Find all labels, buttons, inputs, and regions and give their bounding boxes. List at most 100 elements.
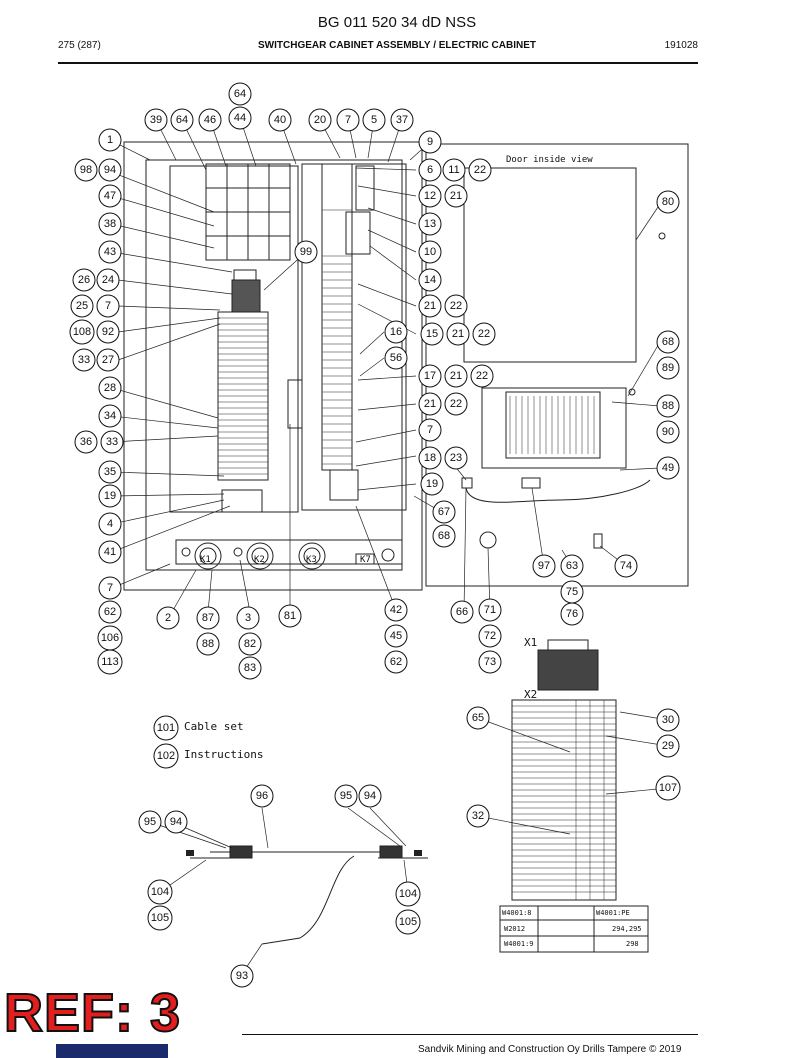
callout-34: 34 [98,404,122,428]
svg-text:21: 21 [450,370,462,382]
svg-text:44: 44 [234,112,246,124]
svg-text:80: 80 [662,196,674,208]
svg-text:21: 21 [424,300,436,312]
svg-text:46: 46 [204,114,216,126]
instructions-label: Instructions [184,748,263,761]
header-rule [58,62,698,64]
svg-text:26: 26 [78,274,90,286]
svg-text:108: 108 [73,326,91,338]
callout-1: 1 [98,128,122,152]
svg-text:94: 94 [364,790,376,802]
svg-text:92: 92 [102,326,114,338]
svg-text:73: 73 [484,656,496,668]
svg-text:94: 94 [104,164,116,176]
callout-56: 56 [384,346,408,370]
connector-x2-label: X2 [524,688,537,701]
callout-75: 75 [560,580,584,604]
svg-text:104: 104 [151,886,169,898]
callout-26: 26 [72,268,96,292]
callout-99: 99 [294,240,318,264]
wire-w4001-9-label: W4001:9 [504,940,534,948]
callout-28: 28 [98,376,122,400]
document-title: BG 011 520 34 dD NSS [317,14,477,31]
svg-text:62: 62 [390,656,402,668]
callout-3: 3 [236,606,260,630]
callout-97: 97 [532,554,556,578]
callout-6: 6 [418,158,442,182]
callout-95: 95 [334,784,358,808]
callout-63: 63 [560,554,584,578]
svg-text:2: 2 [165,612,171,624]
svg-text:47: 47 [104,190,116,202]
callout-62: 62 [384,650,408,674]
svg-text:21: 21 [424,398,436,410]
callout-20: 20 [308,108,332,132]
svg-text:49: 49 [662,462,674,474]
callout-83: 83 [238,656,262,680]
cabinet-outer-frame [123,141,423,591]
svg-text:83: 83 [244,662,256,674]
callout-39: 39 [144,108,168,132]
svg-text:95: 95 [340,790,352,802]
callout-45: 45 [384,624,408,648]
svg-text:63: 63 [566,560,578,572]
svg-text:97: 97 [538,560,550,572]
svg-text:4: 4 [107,518,113,530]
svg-text:9: 9 [427,136,433,148]
gland-plate [175,539,403,565]
wire-w2012-value: 294,295 [612,925,642,933]
callout-21: 21 [444,364,468,388]
callout-9: 9 [418,130,442,154]
svg-text:36: 36 [80,436,92,448]
svg-text:65: 65 [472,712,484,724]
callout-21: 21 [418,294,442,318]
svg-text:22: 22 [450,300,462,312]
connector-x1-detail [537,649,599,691]
svg-text:38: 38 [104,218,116,230]
svg-text:22: 22 [474,164,486,176]
svg-text:62: 62 [104,606,116,618]
svg-text:75: 75 [566,586,578,598]
callout-7: 7 [418,418,442,442]
svg-text:67: 67 [438,506,450,518]
svg-text:99: 99 [300,246,312,258]
callout-18: 18 [418,446,442,470]
svg-text:95: 95 [144,816,156,828]
svg-text:30: 30 [662,714,674,726]
callout-33: 33 [72,348,96,372]
callout-14: 14 [418,268,442,292]
svg-text:68: 68 [662,336,674,348]
svg-text:39: 39 [150,114,162,126]
svg-text:29: 29 [662,740,674,752]
callout-72: 72 [478,624,502,648]
svg-text:94: 94 [170,816,182,828]
svg-text:21: 21 [452,328,464,340]
callout-40: 40 [268,108,292,132]
svg-text:12: 12 [424,190,436,202]
svg-text:13: 13 [424,218,436,230]
callout-94: 94 [358,784,382,808]
callout-94: 94 [164,810,188,834]
door-outer-frame [425,143,689,587]
callout-11: 11 [442,158,466,182]
door-inside-panel [463,167,637,363]
callout-104: 104 [395,881,421,907]
svg-text:74: 74 [620,560,632,572]
callout-16: 16 [384,320,408,344]
relay-k1-label: K1 [200,555,211,565]
callout-80: 80 [656,190,680,214]
callout-21: 21 [444,184,468,208]
svg-text:24: 24 [102,274,114,286]
callout-87: 87 [196,606,220,630]
callout-102: 102 [153,743,179,769]
svg-text:33: 33 [106,436,118,448]
callout-19: 19 [98,484,122,508]
svg-text:105: 105 [151,912,169,924]
svg-text:93: 93 [236,970,248,982]
svg-text:89: 89 [662,362,674,374]
callout-22: 22 [444,392,468,416]
svg-text:7: 7 [345,114,351,126]
callout-25: 25 [70,294,94,318]
callout-36: 36 [74,430,98,454]
